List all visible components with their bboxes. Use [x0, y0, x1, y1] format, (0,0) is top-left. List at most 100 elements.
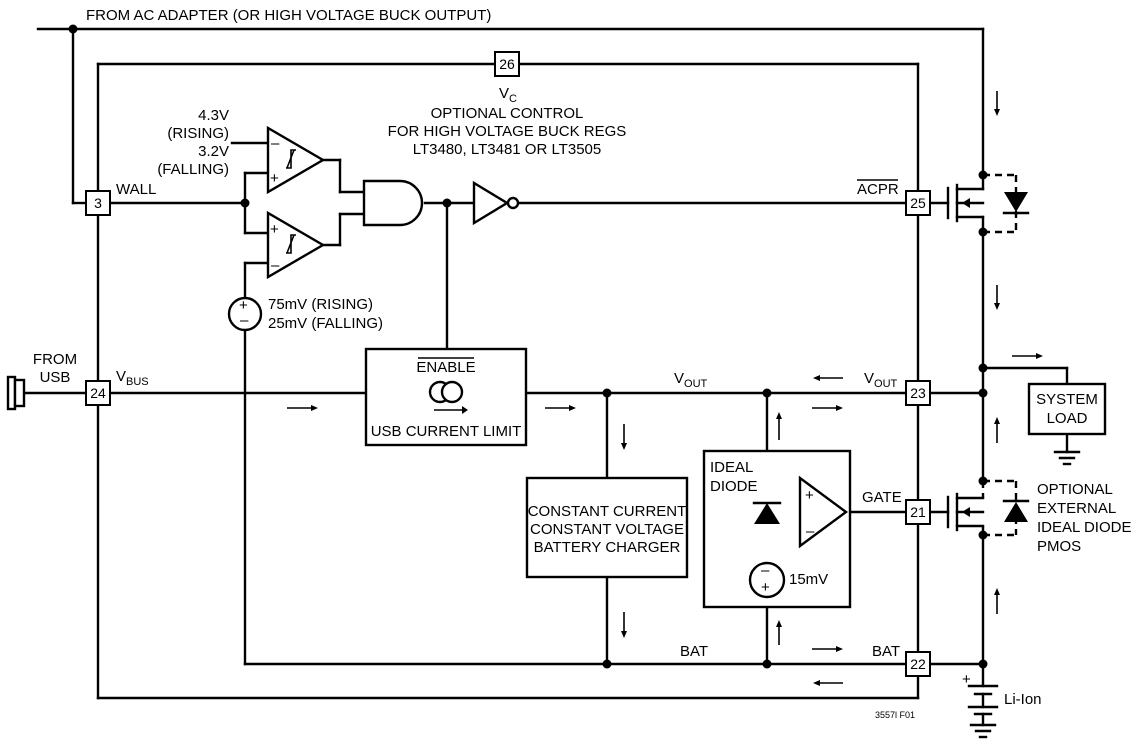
junction-dot	[602, 388, 612, 398]
system-label: SYSTEM	[1036, 391, 1098, 408]
arrow-right-icon	[545, 405, 576, 411]
pin-23: 23	[905, 380, 931, 406]
offset-15mv-label: 15mV	[789, 571, 828, 588]
hyst-75mv: 75mV (RISING)	[268, 296, 373, 313]
figure-id: 3557l F01	[875, 710, 915, 720]
pmos-gate	[946, 479, 1030, 537]
hyst-25mv: 25mV (FALLING)	[268, 315, 383, 332]
ideal-label: IDEAL	[710, 459, 753, 476]
junction-dot	[978, 659, 988, 669]
ac-adapter-label: FROM AC ADAPTER (OR HIGH VOLTAGE BUCK OU…	[86, 7, 491, 24]
diode-label: DIODE	[710, 478, 758, 495]
pin-number: 3	[94, 195, 102, 211]
from-label: FROM	[33, 351, 77, 368]
svg-text:+: +	[239, 297, 248, 314]
vout-mid-text: V	[674, 370, 684, 387]
arrow-up-icon	[776, 412, 782, 440]
arrow-right-icon	[1012, 353, 1043, 359]
vout-label-right: VOUT	[864, 370, 898, 390]
junction-dot	[442, 198, 452, 208]
threshold-43v: 4.3V	[198, 107, 229, 124]
svg-text:–: –	[271, 257, 280, 274]
offset-source-75mv: + –	[227, 296, 263, 332]
junction-dot	[240, 198, 250, 208]
enable-label: ENABLE	[416, 359, 475, 376]
load-label: LOAD	[1047, 410, 1088, 427]
pin-number: 21	[910, 504, 926, 520]
arrow-up-icon	[994, 417, 1000, 443]
charger-label: BATTERY CHARGER	[534, 539, 681, 556]
acpr-label: ACPR	[857, 181, 899, 198]
charger-block	[525, 476, 689, 579]
gate-label: GATE	[862, 489, 902, 506]
bat-label-right: BAT	[872, 643, 900, 660]
pmos-acpr	[946, 173, 1030, 234]
usb-label: USB	[40, 369, 71, 386]
external-label: EXTERNAL	[1037, 500, 1116, 517]
svg-text:+: +	[962, 671, 971, 688]
usb-connector-icon	[6, 375, 26, 411]
pin-26: 26	[494, 51, 520, 77]
lt-parts-label: LT3480, LT3481 OR LT3505	[413, 141, 601, 158]
junction-dot	[68, 24, 78, 34]
svg-text:+: +	[270, 221, 279, 238]
arrow-right-icon	[287, 405, 318, 411]
liion-label: Li-Ion	[1004, 691, 1042, 708]
pin-24: 24	[85, 380, 111, 406]
svg-text:+: +	[270, 170, 279, 187]
hv-buck-label: FOR HIGH VOLTAGE BUCK REGS	[388, 123, 627, 140]
vout-label-mid: VOUT	[674, 370, 708, 390]
battery-icon: +	[962, 671, 999, 739]
pin-number: 26	[499, 56, 515, 72]
vout-mid-subscript: OUT	[684, 378, 708, 390]
ground-icon	[1053, 450, 1081, 466]
ideal-diode-label: IDEAL DIODE	[1037, 519, 1131, 536]
junction-dot	[978, 363, 988, 373]
junction-dot	[602, 659, 612, 669]
arrow-down-icon	[621, 612, 627, 638]
pin-25: 25	[905, 190, 931, 216]
and-gate	[362, 179, 424, 227]
vbus-label: VBUS	[116, 368, 149, 388]
arrow-right-icon	[812, 646, 843, 652]
arrow-down-icon	[994, 285, 1000, 310]
arrow-up-icon	[994, 588, 1000, 614]
pin-3: 3	[85, 190, 111, 216]
vbus-subscript: BUS	[126, 376, 149, 388]
svg-text:–: –	[761, 562, 770, 579]
cv-label: CONSTANT VOLTAGE	[530, 521, 684, 538]
bat-label-mid: BAT	[680, 643, 708, 660]
svg-text:–: –	[806, 523, 815, 540]
svg-text:–: –	[271, 135, 280, 152]
comparator-bottom: + –	[266, 210, 326, 280]
usb-current-limit-label: USB CURRENT LIMIT	[371, 423, 522, 440]
junction-dot	[978, 388, 988, 398]
threshold-falling: (FALLING)	[157, 161, 229, 178]
inverter	[472, 180, 520, 226]
svg-text:–: –	[240, 312, 249, 329]
threshold-32v: 3.2V	[198, 143, 229, 160]
pin-number: 25	[910, 195, 926, 211]
arrow-up-icon	[776, 620, 782, 645]
optional-control-label: OPTIONAL CONTROL	[431, 105, 584, 122]
wall-label: WALL	[116, 181, 156, 198]
arrow-left-icon	[813, 680, 843, 686]
vc-text: V	[499, 85, 509, 102]
optional-label: OPTIONAL	[1037, 481, 1113, 498]
pin-number: 23	[910, 385, 926, 401]
pin-22: 22	[905, 651, 931, 677]
vc-subscript: C	[509, 93, 517, 105]
flow-arrows	[287, 91, 1043, 686]
comparator-top: – +	[266, 125, 326, 195]
arrow-right-icon	[812, 405, 843, 411]
usb-current-limit-block	[364, 347, 528, 447]
junction-dot	[762, 659, 772, 669]
svg-text:+: +	[761, 579, 770, 596]
arrow-down-icon	[621, 424, 627, 450]
vbus-text: V	[116, 368, 126, 385]
threshold-rising: (RISING)	[167, 125, 229, 142]
system-load-box	[1027, 382, 1107, 436]
pin-number: 24	[90, 385, 106, 401]
vout-right-subscript: OUT	[874, 378, 898, 390]
